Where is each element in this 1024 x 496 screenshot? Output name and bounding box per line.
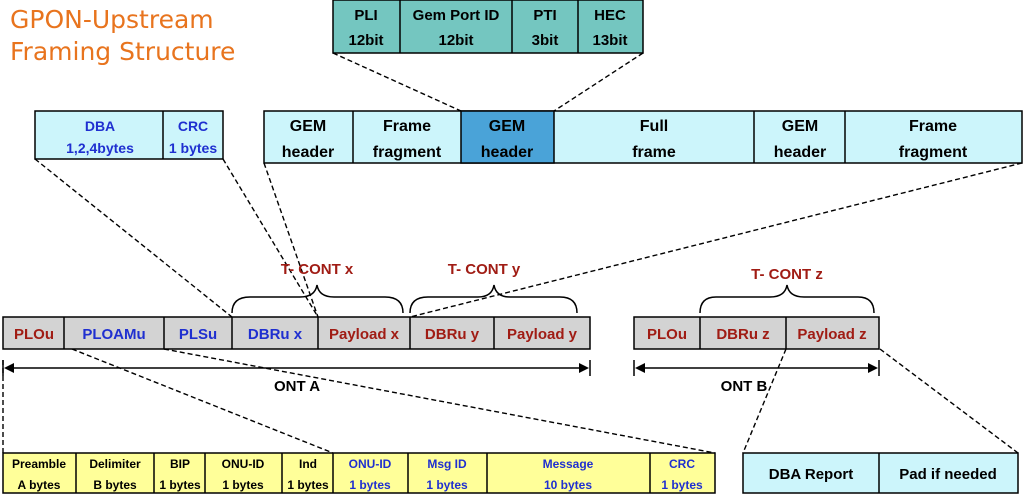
pf-delimiter-name: Delimiter (89, 457, 141, 471)
payload-z-detail-box (742, 452, 1019, 494)
pf-onuid2-size: 1 bytes (349, 478, 391, 492)
pf-message-name: Message (543, 457, 594, 471)
dba-name: DBA (85, 118, 115, 134)
pd-frag2-l2: fragment (899, 144, 968, 161)
gem-header-fields-box (332, 0, 644, 54)
pd-full-l1: Full (640, 118, 668, 135)
field-gemport-name: Gem Port ID (413, 7, 500, 24)
field-pti-name: PTI (533, 7, 556, 24)
title-line2: Framing Structure (10, 37, 235, 66)
pf-onuid2-name: ONU-ID (349, 457, 392, 471)
dba-size: 1,2,4bytes (66, 140, 134, 156)
pf-msgid-name: Msg ID (427, 457, 467, 471)
pf-delimiter-size: B bytes (93, 478, 137, 492)
crc-name: CRC (178, 118, 208, 134)
ont-b-frame-box (633, 316, 880, 350)
tcont-x-label: T- CONT x (281, 261, 354, 278)
pd-full-l2: frame (632, 144, 676, 161)
pf-bip-size: 1 bytes (159, 478, 201, 492)
ont-a-dbru-y: DBRu y (425, 326, 480, 343)
arrow-heads (4, 363, 878, 373)
payload-detail: GEM header Frame fragment GEM header Ful… (263, 110, 1023, 164)
pf-onuid1-size: 1 bytes (222, 478, 264, 492)
ont-a-dbru-x: DBRu x (248, 326, 303, 343)
pf-msgid-size: 1 bytes (426, 478, 468, 492)
field-hec-size: 13bit (592, 32, 627, 49)
gem-header-highlight (460, 110, 555, 164)
ont-a-label: ONT A (274, 378, 320, 395)
dbru-detail-box (34, 110, 224, 160)
expansion-lines (2, 52, 1023, 454)
pd-frag1-l1: Frame (383, 118, 431, 135)
tcont-braces (231, 284, 875, 314)
ploam-fields: Preamble A bytes Delimiter B bytes BIP 1… (2, 452, 716, 494)
field-pti-size: 3bit (532, 32, 559, 49)
pd-gem2-l1: GEM (489, 118, 525, 135)
gem-header-fields: PLI 12bit Gem Port ID 12bit PTI 3bit HEC… (332, 0, 644, 54)
ont-b-label: ONT B (721, 378, 768, 395)
ont-b-payload-z: Payload z (797, 326, 866, 343)
pf-message-size: 10 bytes (544, 478, 592, 492)
payload-detail-box (263, 110, 1023, 164)
field-pli-size: 12bit (348, 32, 383, 49)
ploam-fields-box (2, 452, 716, 494)
pf-crc-size: 1 bytes (661, 478, 703, 492)
tcont-y-label: T- CONT y (448, 261, 521, 278)
pf-onuid1-name: ONU-ID (222, 457, 265, 471)
pf-bip-name: BIP (170, 457, 190, 471)
pd-gem1-l1: GEM (290, 118, 326, 135)
ont-b-plou: PLOu (647, 326, 687, 343)
ont-a-frame-box (2, 316, 591, 350)
title-line1: GPON-Upstream (10, 5, 214, 34)
pd-gem3-l1: GEM (782, 118, 818, 135)
pd-frag1-l2: fragment (373, 144, 442, 161)
pd-gem2-l2: header (481, 144, 533, 161)
field-hec-name: HEC (594, 7, 626, 24)
crc-size: 1 bytes (169, 140, 217, 156)
ont-a-payload-x: Payload x (329, 326, 400, 343)
ont-a-plsu: PLSu (179, 326, 217, 343)
field-gemport-size: 12bit (438, 32, 473, 49)
field-pli-name: PLI (354, 7, 377, 24)
pad-if-needed-label: Pad if needed (899, 466, 997, 483)
ont-a-plou: PLOu (14, 326, 54, 343)
ont-a-payload-y: Payload y (507, 326, 578, 343)
pf-ind-size: 1 bytes (287, 478, 329, 492)
pf-ind-name: Ind (299, 457, 317, 471)
pd-frag2-l1: Frame (909, 118, 957, 135)
ont-extent-arrows (2, 360, 880, 376)
pf-preamble-name: Preamble (12, 457, 66, 471)
ont-a-frame: PLOu PLOAMu PLSu DBRu x Payload x DBRu y… (2, 316, 591, 350)
ont-a-ploamu: PLOAMu (82, 326, 145, 343)
pf-crc-name: CRC (669, 457, 695, 471)
dba-report-label: DBA Report (769, 466, 853, 483)
tcont-z-label: T- CONT z (751, 266, 823, 283)
pd-gem3-l2: header (774, 144, 826, 161)
pd-gem1-l2: header (282, 144, 334, 161)
payload-z-detail: DBA Report Pad if needed (742, 452, 1019, 494)
dbru-detail: DBA 1,2,4bytes CRC 1 bytes (34, 110, 224, 160)
ont-b-dbru-z: DBRu z (716, 326, 769, 343)
pf-preamble-size: A bytes (18, 478, 61, 492)
ont-b-frame: PLOu DBRu z Payload z (633, 316, 880, 350)
